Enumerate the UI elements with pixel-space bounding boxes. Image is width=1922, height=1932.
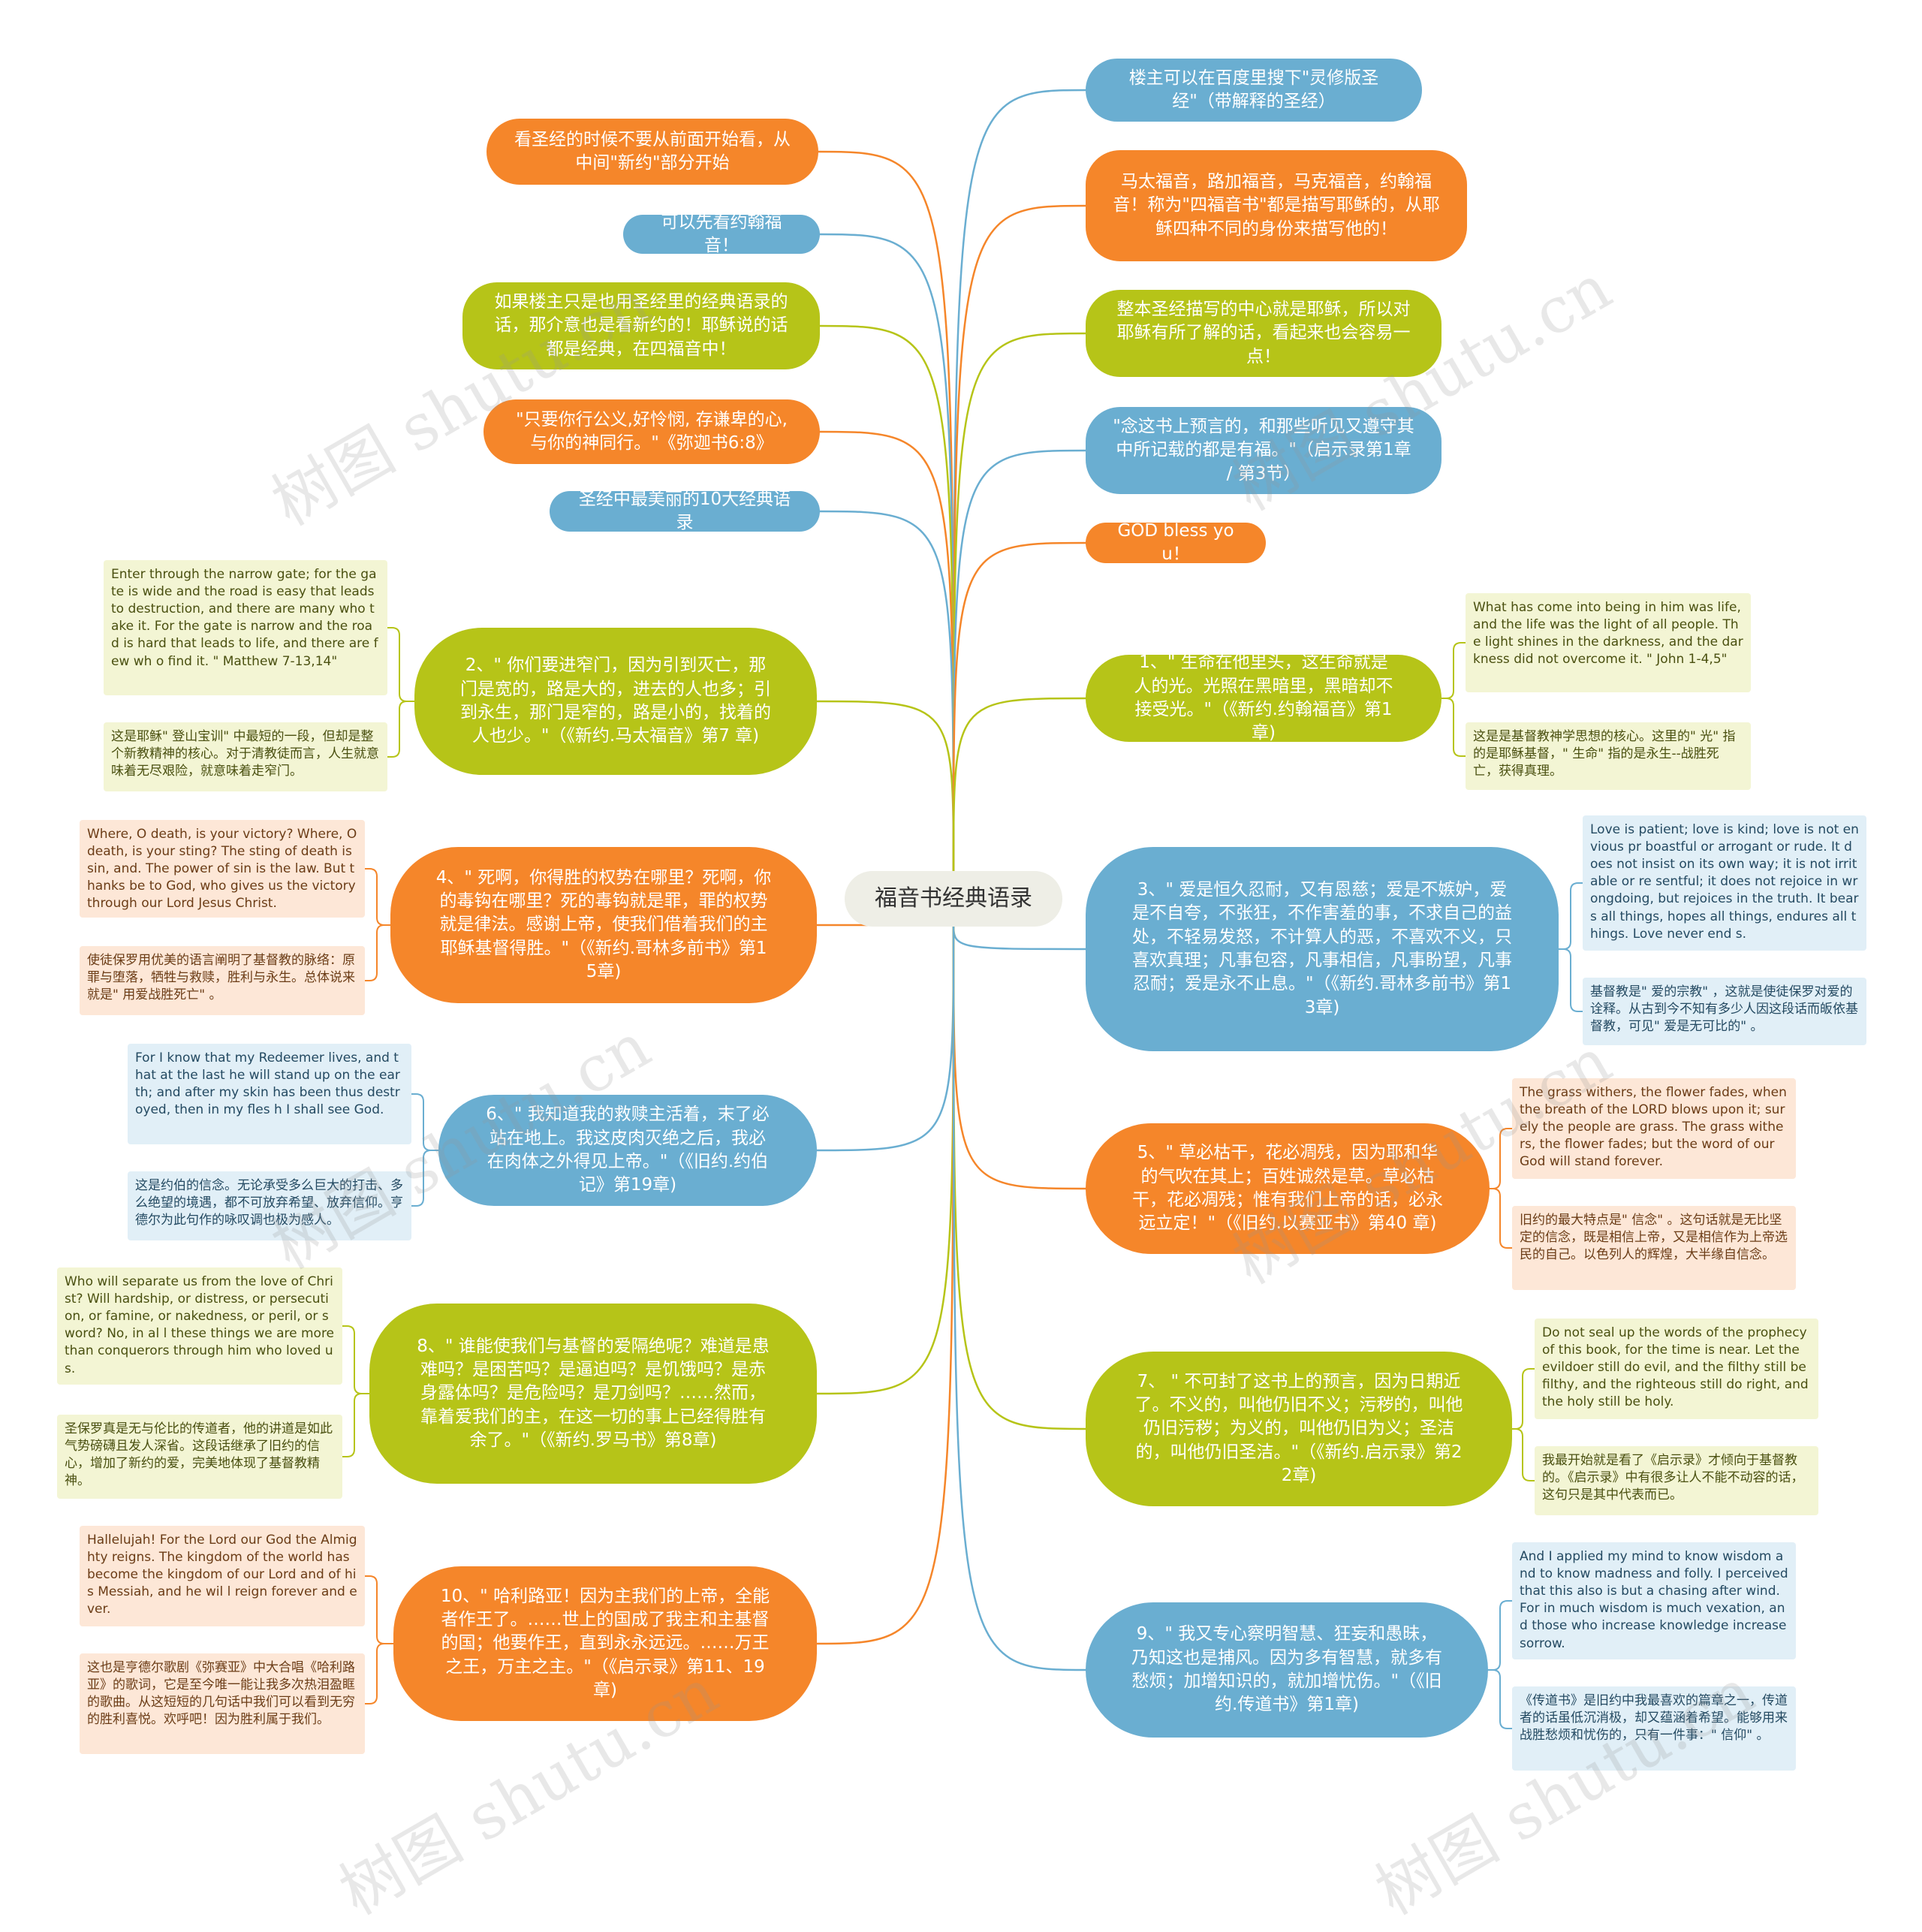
topic-top-10-quotes[interactable]: 圣经中最美丽的10大经典语录 <box>550 490 820 532</box>
note-connector <box>1440 642 1466 699</box>
topic-four-gospels[interactable]: 马太福音，路加福音，马克福音，约翰福音！称为"四福音书"都是描写耶稣的，从耶稣四… <box>1086 150 1467 261</box>
connector-line <box>815 921 955 1395</box>
connector-line <box>952 541 1088 876</box>
topic-four-gospels-quotes[interactable]: 如果楼主只是也用圣经里的经典语录的话，那介意也是看新约的！耶稣说的话都是经典，在… <box>462 282 820 369</box>
note-connector <box>387 627 416 702</box>
note-connector <box>342 1325 371 1394</box>
note-connector <box>411 1093 440 1151</box>
quote-5-isaiah-40[interactable]: 5、" 草必枯干，花必凋残，因为耶和华的气吹在其上；百姓诚然是草。草必枯干，花必… <box>1086 1123 1490 1254</box>
quote-10-revelation-11-19[interactable]: 10、" 哈利路亚！因为主我们的上帝，全能者作王了。……世上的国成了我主和主基督… <box>393 1566 817 1721</box>
connector-line <box>952 921 1088 1430</box>
note-connector <box>1487 1600 1512 1671</box>
note-connector <box>387 701 416 758</box>
connector-line <box>818 510 955 876</box>
connector-line <box>818 430 955 876</box>
quote-7-revelation-22[interactable]: 7、 " 不可封了这书上的预言，因为日期近了。不义的，叫他仍旧不义；污秽的，叫他… <box>1086 1352 1512 1506</box>
note-comment-revelation-22: 我最开始就是看了《启示录》才倾向于基督教的。《启示录》中有很多让人不能不动容的话… <box>1535 1446 1818 1515</box>
note-comment-revelation-11-19: 这也是亨德尔歌剧《弥赛亚》中大合唱《哈利路亚》的歌词，它是至今唯一能让我多次热泪… <box>80 1653 365 1754</box>
note-connector <box>1557 882 1583 950</box>
connector-line <box>815 921 955 1152</box>
note-english-job-19: For I know that my Redeemer lives, and t… <box>128 1044 411 1144</box>
note-connector <box>1557 948 1583 1012</box>
connector-line <box>952 449 1088 876</box>
note-comment-ecclesiastes-1: 《传道书》是旧约中我最喜欢的篇章之一，传道者的话虽低沉消极，却又蕴涵着希望。能够… <box>1512 1686 1796 1771</box>
quote-1-john-1[interactable]: 1、" 生命在他里头，这生命就是人的光。光照在黑暗里，黑暗却不接受光。"（《新约… <box>1086 653 1442 743</box>
quote-6-job-19[interactable]: 6、" 我知道我的救赎主活着，末了必站在地上。我这皮肉灭绝之后，我必在肉体之外得… <box>438 1095 817 1206</box>
note-connector <box>1440 698 1466 757</box>
note-connector <box>365 1575 395 1644</box>
note-english-matthew-7: Enter through the narrow gate; for the g… <box>104 560 387 695</box>
connector-line <box>952 921 1088 1190</box>
note-english-john-1: What has come into being in him was life… <box>1466 593 1751 692</box>
quote-8-romans-8[interactable]: 8、" 谁能使我们与基督的爱隔绝呢？难道是患难吗？是困苦吗？是逼迫吗？是饥饿吗？… <box>369 1304 817 1484</box>
topic-read-john[interactable]: 可以先看约翰福音！ <box>623 212 820 255</box>
mind-map: 福音书经典语录 看圣经的时候不要从前面开始看，从中间"新约"部分开始 可以先看约… <box>57 59 1866 1929</box>
note-english-revelation-11-19: Hallelujah! For the Lord our God the Alm… <box>80 1526 365 1626</box>
connector-lines <box>342 89 1583 1729</box>
note-connector <box>1488 1188 1512 1249</box>
connector-line <box>815 700 955 876</box>
note-connector <box>365 1643 395 1704</box>
topic-jesus-center[interactable]: 整本圣经描写的中心就是耶稣，所以对耶稣有所了解的话，看起来也会容易一点！ <box>1086 290 1442 377</box>
connector-line <box>952 921 1088 1671</box>
connector-line <box>818 324 955 876</box>
note-comment-john-1: 这是是基督教神学思想的核心。这里的" 光" 指的是耶稣基督，" 生命" 指的是永… <box>1466 722 1751 790</box>
connector-line <box>952 332 1088 876</box>
note-english-ecclesiastes-1: And I applied my mind to know wisdom and… <box>1512 1542 1796 1659</box>
quote-2-matthew-7[interactable]: 2、" 你们要进窄门，因为引到灭亡，那门是宽的，路是大的，进去的人也多；引到永生… <box>414 628 817 775</box>
quote-3-corinthians-13[interactable]: 3、" 爱是恒久忍耐，又有恩慈；爱是不嫉妒，爱是不自夸，不张狂，不作害羞的事，不… <box>1086 847 1559 1051</box>
topic-micah-6-8[interactable]: "只要你行公义,好怜悯, 存谦卑的心, 与你的神同行。"《弥迦书6:8》 <box>484 399 820 464</box>
note-connector <box>1511 1428 1535 1481</box>
note-comment-isaiah-40: 旧约的最大特点是" 信念" 。这句话就是无比坚定的信念，既是相信上帝，又是相信作… <box>1512 1206 1796 1290</box>
note-comment-corinthians-15: 使徒保罗用优美的语言阐明了基督教的脉络：原罪与堕落，牺牲与救赎，胜利与永生。总体… <box>80 946 365 1015</box>
note-english-corinthians-13: Love is patient; love is kind; love is n… <box>1583 815 1866 951</box>
note-connector <box>1511 1368 1535 1430</box>
quote-4-corinthians-15[interactable]: 4、" 死啊，你得胜的权势在哪里？死啊，你的毒钩在哪里？死的毒钩就是罪，罪的权势… <box>390 847 817 1003</box>
note-comment-job-19: 这是约伯的信念。无论承受多么巨大的打击、多么绝望的境遇，都不可放弃希望、放弃信仰… <box>128 1171 411 1240</box>
note-english-corinthians-15: Where, O death, is your victory? Where, … <box>80 820 365 918</box>
note-connector <box>411 1150 440 1207</box>
note-comment-romans-8: 圣保罗真是无与伦比的传道者，他的讲道是如此气势磅礴且发人深省。这段话继承了旧约的… <box>57 1415 342 1499</box>
quote-9-ecclesiastes-1[interactable]: 9、" 我又专心察明智慧、狂妄和愚昧，乃知这也是捕风。因为多有智慧，就多有愁烦；… <box>1086 1602 1488 1738</box>
topic-revelation-1-3[interactable]: "念这书上预言的，和那些听见又遵守其中所记载的都是有福。"（启示录第1章 / 第… <box>1086 407 1442 494</box>
connector-line <box>952 89 1088 876</box>
topic-study-bible[interactable]: 楼主可以在百度里搜下"灵修版圣经"（带解释的圣经） <box>1086 59 1422 122</box>
note-connector <box>365 924 392 981</box>
note-english-revelation-22: Do not seal up the words of the prophecy… <box>1535 1319 1818 1419</box>
note-english-romans-8: Who will separate us from the love of Ch… <box>57 1267 342 1385</box>
note-english-isaiah-40: The grass withers, the flower fades, whe… <box>1512 1078 1796 1179</box>
note-comment-matthew-7: 这是耶稣" 登山宝训" 中最短的一段，但却是整个新教精神的核心。对于清教徒而言，… <box>104 722 387 791</box>
topic-god-bless[interactable]: GOD bless you！ <box>1086 521 1266 564</box>
note-connector <box>365 868 392 926</box>
center-topic[interactable]: 福音书经典语录 <box>845 871 1062 927</box>
connector-line <box>952 697 1088 876</box>
note-connector <box>1487 1669 1512 1729</box>
connector-line <box>952 204 1088 876</box>
topic-start-new-testament[interactable]: 看圣经的时候不要从前面开始看，从中间"新约"部分开始 <box>487 119 818 185</box>
connector-line <box>815 921 955 1645</box>
note-connector <box>342 1393 371 1457</box>
note-connector <box>1488 1128 1512 1189</box>
note-comment-corinthians-13: 基督教是" 爱的宗教" ，这就是使徒保罗对爱的诠释。从古到今不知有多少人因这段话… <box>1583 978 1866 1045</box>
